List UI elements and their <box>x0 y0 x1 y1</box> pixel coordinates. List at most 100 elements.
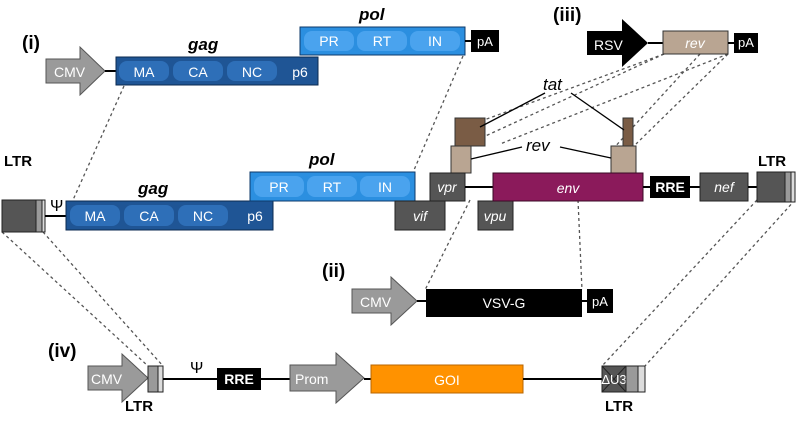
genome-pol-domain-pr <box>254 176 304 197</box>
construct-iii: (iii) RSV rev pA <box>553 5 758 67</box>
genome-ltr-right-label: LTR <box>758 153 786 170</box>
genome-rre-label: RRE <box>655 179 685 195</box>
cmv-promoter-arrow <box>45 45 106 97</box>
vsvg-cmv-promoter-arrow <box>351 275 418 327</box>
delta-u3-cross-2 <box>601 365 627 393</box>
genome-ltr-right-light <box>790 171 796 203</box>
internal-promoter-label: Prom <box>295 371 328 387</box>
rsv-promoter-arrow <box>587 19 648 67</box>
genome-psi: Ψ <box>50 198 63 215</box>
genome-vpu-box <box>477 200 514 231</box>
pol-domain-pr-label: PR <box>319 33 338 49</box>
genome-ltr-left-label: LTR <box>4 153 32 170</box>
genome-pol-domain-in-label: IN <box>378 179 392 195</box>
construct-ii: (ii) CMV VSV-G pA <box>322 261 613 327</box>
rev-gene-label: rev <box>685 35 705 51</box>
genome-rev-exon1 <box>450 145 472 174</box>
transfer-cmv-promoter-arrow <box>87 352 149 404</box>
construct-iv: (iv) CMV LTR Ψ RRE Prom GOI ΔU3 LTR <box>48 341 646 415</box>
vsvg-polya-label: pA <box>592 294 608 309</box>
genome-vpr-label: vpr <box>437 179 458 195</box>
delta-u3-label: ΔU3 <box>601 372 626 387</box>
rev-pointer-left <box>470 146 523 160</box>
gag-domain-nc-label: NC <box>242 64 262 80</box>
transfer-ltr-right-mid <box>625 365 639 393</box>
pol-domain-rt <box>357 31 407 51</box>
genome-ltr-left-mid <box>35 199 43 233</box>
genome-gag-label: gag <box>137 179 169 198</box>
internal-promoter-arrow <box>289 351 365 405</box>
genome-vpr-box <box>429 172 466 202</box>
pol-domain-rt-label: RT <box>373 33 392 49</box>
tat-pointer-right <box>570 92 625 131</box>
genome-pol-domain-pr-label: PR <box>269 179 288 195</box>
genome-env-box <box>492 172 644 202</box>
goi-box <box>370 364 524 394</box>
vsvg-gene-label: VSV-G <box>483 295 526 311</box>
genome-gag-domain-ma <box>70 205 120 226</box>
rev-polya-label: pA <box>738 35 754 50</box>
transfer-psi: Ψ <box>190 360 203 377</box>
genome-ltr-left-dark <box>1 199 37 233</box>
polya-label: pA <box>477 34 493 49</box>
genome-gag-domain-ma-label: MA <box>85 208 107 224</box>
genome-vpu-label: vpu <box>484 208 507 224</box>
vsvg-polya-box <box>587 289 613 313</box>
gag-domain-nc <box>227 61 277 81</box>
pol-domain-pr <box>304 31 354 51</box>
gag-domain-p6-label: p6 <box>292 64 308 80</box>
genome-ltr-left-light <box>41 199 46 233</box>
vsvg-gene-box <box>426 289 582 317</box>
panel-label-i: (i) <box>22 33 40 54</box>
gag-domain-ma-label: MA <box>134 64 156 80</box>
gag-domain-ma <box>119 61 169 81</box>
genome-tat-exon1 <box>454 117 486 147</box>
genome-nef-label: nef <box>714 179 736 195</box>
construct-i: (i) CMV pol PR RT IN gag MA CA NC p6 pA <box>22 5 499 97</box>
transfer-ltr-left-mid <box>147 365 159 393</box>
genome-rev-label: rev <box>526 136 551 155</box>
genome-pol-domain-rt-label: RT <box>323 179 342 195</box>
panel-label-iii: (iii) <box>553 5 582 26</box>
genome-tat-label: tat <box>543 75 563 94</box>
genome-pol-domain-rt <box>307 176 357 197</box>
pol-domain-in-label: IN <box>428 33 442 49</box>
genome-vif-label: vif <box>413 208 429 224</box>
genome-gag-domain-ca-label: CA <box>139 208 159 224</box>
genome-gag-domain-p6-label: p6 <box>247 208 263 224</box>
transfer-ltr-left-label: LTR <box>125 398 153 415</box>
genome-env-label: env <box>557 180 581 196</box>
genome-tat-exon2 <box>622 117 634 147</box>
genome-vif-box <box>394 200 446 231</box>
gag-domain-ca-label: CA <box>188 64 208 80</box>
genome-ltr-right-mid <box>784 171 792 203</box>
polya-box <box>471 30 499 52</box>
genome-gag-domain-nc-label: NC <box>193 208 213 224</box>
pol-label: pol <box>358 5 386 24</box>
genome-rre-box <box>650 176 690 198</box>
panel-label-ii: (ii) <box>322 261 345 282</box>
gag-domain-ca <box>173 61 223 81</box>
panel-label-iv: (iv) <box>48 341 77 362</box>
genome-rev-exon2 <box>610 145 637 174</box>
rev-pointer-right <box>559 146 612 159</box>
hiv-genome: LTR Ψ gag MA CA NC p6 pol PR RT IN vif t… <box>1 75 796 233</box>
tat-pointer-left <box>479 92 546 128</box>
rev-polya-box <box>734 33 758 53</box>
genome-gag-domain-nc <box>178 205 228 226</box>
transfer-rre-label: RRE <box>224 371 254 387</box>
pol-domain-in <box>410 31 460 51</box>
genome-ltr-right-dark <box>756 171 786 203</box>
genome-pol-label: pol <box>308 150 336 169</box>
transfer-ltr-right-label: LTR <box>605 398 633 415</box>
gag-label: gag <box>187 35 219 54</box>
cmv-promoter-label: CMV <box>54 64 86 80</box>
transfer-ltr-right-light <box>637 365 646 393</box>
vsvg-cmv-promoter-label: CMV <box>360 294 392 310</box>
transfer-rre-box <box>217 368 261 390</box>
goi-label: GOI <box>434 372 460 388</box>
genome-gag-domain-ca <box>124 205 174 226</box>
genome-pol-domain-in <box>360 176 410 197</box>
transfer-ltr-left-light <box>157 365 164 393</box>
